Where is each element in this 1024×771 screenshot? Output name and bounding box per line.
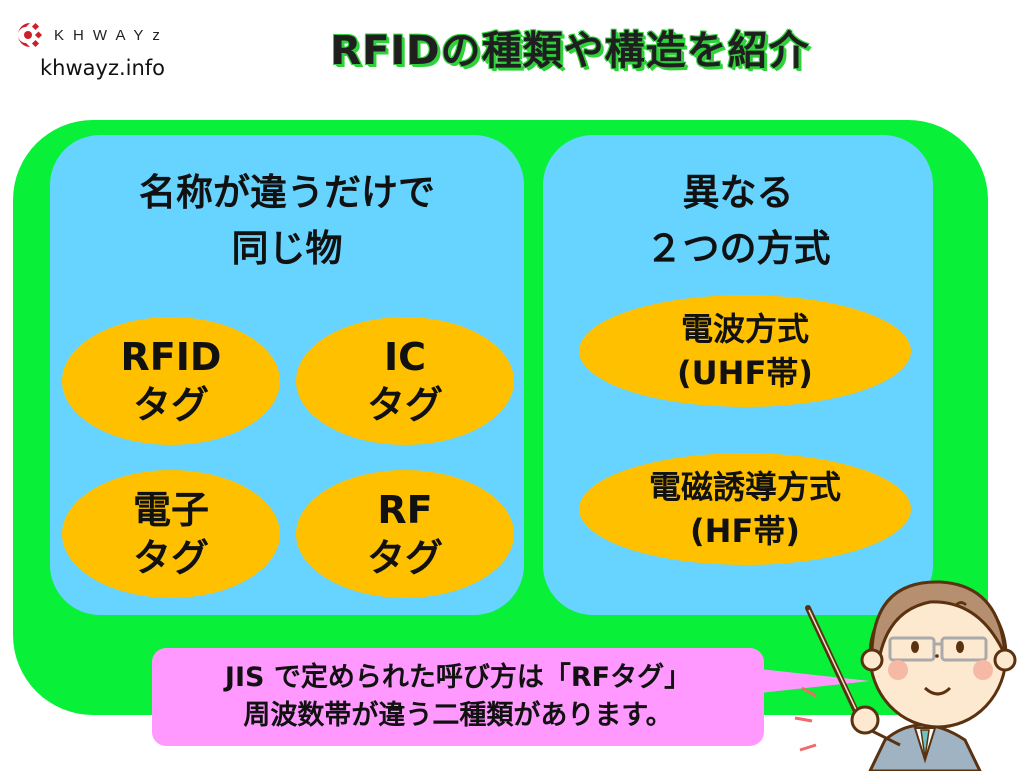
heading-line: 異なる: [682, 171, 794, 214]
oval-line: RF: [377, 488, 433, 532]
site-url: khwayz.info: [40, 56, 166, 80]
oval-ic-tag: IC タグ: [296, 317, 514, 445]
page-title: RFIDの種類や構造を紹介: [330, 28, 810, 74]
oval-line: RFID: [120, 335, 222, 379]
heading-line: 同じ物: [231, 227, 343, 270]
oval-electronic-tag: 電子 タグ: [62, 470, 280, 598]
oval-electromagnetic-induction-method: 電磁誘導方式 (HF帯): [579, 453, 911, 565]
oval-line: (UHF帯): [677, 354, 813, 392]
oval-line: タグ: [366, 383, 443, 427]
oval-line: 電磁誘導方式: [648, 468, 841, 506]
presenter-illustration-icon: [794, 580, 1017, 771]
oval-line: タグ: [132, 536, 209, 580]
callout-line: 周波数帯が違う二種類があります。: [243, 700, 673, 731]
heading-line: 名称が違うだけで: [139, 171, 435, 214]
speech-callout: JIS で定められた呼び方は「RFタグ」 周波数帯が違う二種類があります。: [152, 648, 764, 746]
heading-line: ２つの方式: [645, 227, 831, 270]
oval-line: タグ: [366, 536, 443, 580]
brand-name: KHWAYz: [54, 26, 169, 44]
oval-rfid-tag: RFID タグ: [62, 317, 280, 445]
oval-radio-wave-method: 電波方式 (UHF帯): [579, 295, 911, 407]
same-thing-panel: 名称が違うだけで 同じ物 RFID タグ IC タグ 電子 タグ RF タグ: [50, 135, 524, 615]
khwayz-logo-icon: [18, 22, 43, 48]
callout-tail: [760, 669, 870, 693]
panel-heading: 名称が違うだけで 同じ物: [50, 165, 524, 277]
panel-heading: 異なる ２つの方式: [543, 165, 933, 277]
oval-line: (HF帯): [690, 512, 800, 550]
oval-rf-tag: RF タグ: [296, 470, 514, 598]
two-methods-panel: 異なる ２つの方式 電波方式 (UHF帯) 電磁誘導方式 (HF帯): [543, 135, 933, 615]
oval-line: 電子: [132, 488, 209, 532]
oval-line: タグ: [132, 383, 209, 427]
callout-line: JIS で定められた呼び方は「RFタグ」: [224, 662, 692, 693]
oval-line: IC: [383, 335, 427, 379]
oval-line: 電波方式: [680, 310, 809, 348]
brand-logo: KHWAYz khwayz.info: [14, 20, 214, 80]
